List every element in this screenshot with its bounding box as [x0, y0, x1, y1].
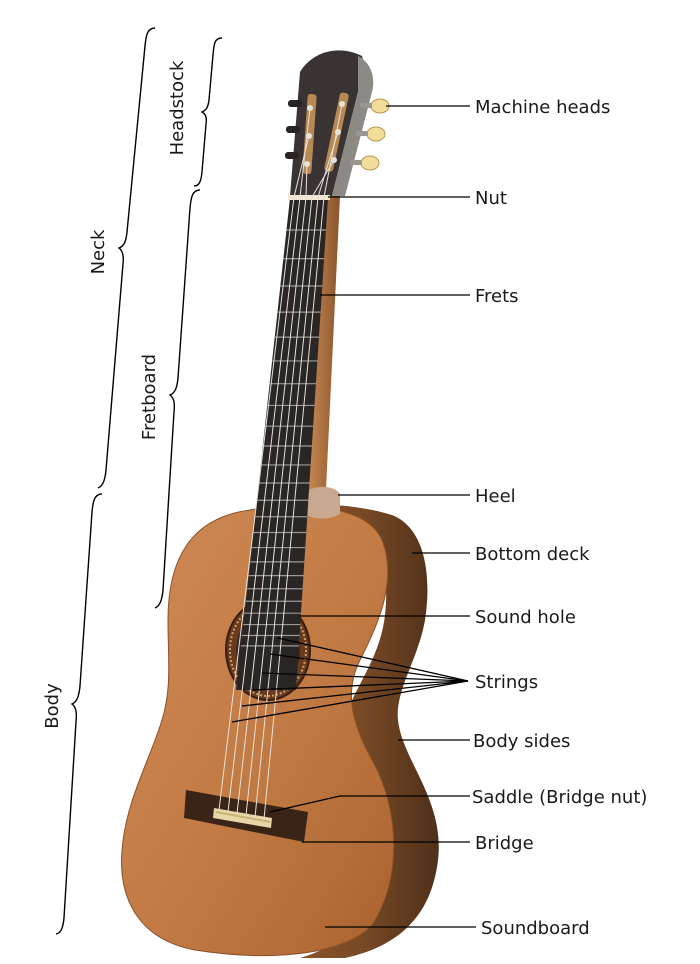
body-brace	[55, 493, 103, 935]
strings-label: Strings	[475, 672, 538, 693]
leader-lines	[231, 105, 476, 928]
machine-heads-label: Machine heads	[475, 97, 610, 118]
sound-hole-label: Sound hole	[475, 607, 576, 628]
soundboard-shape	[121, 505, 395, 957]
bottom-deck-label: Bottom deck	[475, 544, 590, 565]
guitar-illustration	[121, 50, 439, 958]
fretboard-brace	[154, 189, 201, 609]
fretboard-label: Fretboard	[139, 354, 160, 440]
nut-shape	[288, 195, 330, 200]
tuner-button	[360, 155, 380, 171]
neck-brace	[97, 27, 156, 489]
bridge-label: Bridge	[475, 833, 534, 854]
string	[218, 135, 310, 811]
saddle-shape	[213, 808, 272, 828]
heel-label: Heel	[475, 486, 516, 507]
neck-label: Neck	[88, 229, 109, 274]
string	[254, 131, 339, 818]
saddle-label: Saddle (Bridge nut)	[472, 787, 647, 808]
body-sides-label: Body sides	[473, 731, 570, 752]
part-labels: Machine heads Nut Frets Heel Bottom deck…	[472, 97, 647, 939]
string	[263, 103, 343, 820]
heel-shape	[305, 486, 340, 519]
headstock-brace	[193, 37, 223, 187]
string	[245, 159, 335, 816]
body-label: Body	[42, 683, 63, 729]
frets-label: Frets	[475, 286, 519, 307]
headstock-label: Headstock	[167, 60, 188, 155]
nut-label: Nut	[475, 188, 507, 209]
strings-leaders	[231, 637, 469, 723]
neck-side-shape	[307, 196, 340, 512]
soundboard-label: Soundboard	[481, 918, 590, 939]
tuner-button	[366, 126, 386, 142]
string	[227, 107, 311, 812]
section-braces	[55, 27, 223, 935]
string	[236, 163, 308, 814]
section-labels: Headstock Neck Fretboard Body	[42, 60, 188, 729]
saddle-leader	[269, 795, 470, 813]
strings-group	[218, 103, 343, 820]
